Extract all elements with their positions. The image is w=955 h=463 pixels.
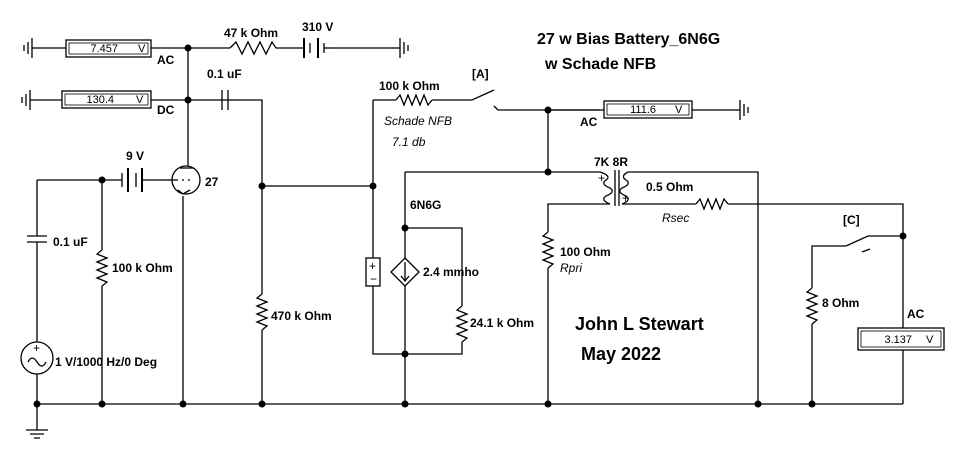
nfb-db-label: 7.1 db [392,135,426,149]
r470k-label: 470 k Ohm [271,309,332,323]
battery-9v: 9 V [121,149,146,192]
svg-text:+: + [622,191,629,205]
title-line2: w Schade NFB [544,56,656,73]
meter2-unit: V [136,94,144,106]
triode-27-icon: 27 [164,165,219,195]
c-in-label: 0.1 uF [53,235,88,249]
switch-a-label: [A] [472,67,489,81]
voltmeter-1: 7.457 V AC [65,39,175,67]
r100k-grid-label: 100 k Ohm [112,261,173,275]
ground-left-meter1-icon [23,38,66,58]
svg-text:+: + [369,259,376,273]
resistor-8ohm: 8 Ohm [805,287,859,325]
switch-c[interactable]: [C] [843,213,872,253]
capacitor-01uf-top: 0.1 uF [207,67,242,110]
r47k-label: 47 k Ohm [224,26,278,40]
resistor-rsec: 0.5 Ohm Rsec [646,180,729,225]
b310-label: 310 V [302,20,333,34]
voltmeter-4: 3.137 V AC [857,307,945,351]
svg-text:+: + [33,341,40,355]
resistor-100k-grid: 100 k Ohm [95,249,173,287]
title-line1: 27 w Bias Battery_6N6G [537,31,720,48]
voltmeter-2: 130.4 V DC [61,90,175,117]
battery-310v: 310 V [302,20,333,58]
resistor-470k: 470 k Ohm [255,293,332,331]
voltmeter-3: 111.6 V AC [580,100,693,129]
meter1-mode: AC [157,53,175,67]
tube-6n6g-label: 6N6G [410,198,441,212]
author-name: John L Stewart [575,314,704,334]
xfmr-label: 7K 8R [594,155,628,169]
r100k-nfb-label: 100 k Ohm [379,79,440,93]
meter1-value: 7.457 [90,43,118,55]
source-label: 1 V/1000 Hz/0 Deg [55,355,157,369]
switch-a[interactable]: [A] [466,67,499,111]
ground-right-meter3-icon [735,100,749,120]
resistor-100k-nfb: 100 k Ohm Schade NFB 7.1 db [379,79,452,149]
rsec-name-label: Rsec [662,211,689,225]
ac-source-icon: + 1 V/1000 Hz/0 Deg [20,341,157,375]
ground-left-meter2-icon [21,90,62,110]
c-top-label: 0.1 uF [207,67,242,81]
r8-label: 8 Ohm [822,296,859,310]
svg-text:+: + [598,171,605,185]
meter4-value: 3.137 [884,334,912,346]
r24k-label: 24.1 k Ohm [470,316,534,330]
junctions [33,44,907,408]
resistor-rpri: 100 Ohm Rpri [541,231,611,275]
switch-c-label: [C] [843,213,860,227]
ground-right-battery310-icon [392,38,409,58]
meter2-mode: DC [157,103,175,117]
gm-label: 2.4 mmho [423,265,479,279]
meter3-mode: AC [580,115,598,129]
wires [36,47,904,405]
rpri-value-label: 100 Ohm [560,245,611,259]
resistor-47k: 47 k Ohm [224,26,280,56]
tube27-label: 27 [205,175,219,189]
rsec-value-label: 0.5 Ohm [646,180,693,194]
capacitor-01uf-input: 0.1 uF [27,235,88,250]
meter1-unit: V [138,43,146,55]
b9-label: 9 V [126,149,144,163]
transformer-icon: + + 7K 8R [594,155,629,206]
meter3-unit: V [675,104,683,116]
meter2-value: 130.4 [86,94,114,106]
meter4-unit: V [926,334,934,346]
meter4-mode: AC [907,307,925,321]
resistor-24k: 24.1 k Ohm [455,305,534,343]
nfb-name-label: Schade NFB [384,114,452,128]
rpri-name-label: Rpri [560,261,582,275]
meter3-value: 111.6 [630,104,656,116]
author-date: May 2022 [581,344,661,364]
svg-text:−: − [370,272,377,286]
vccs-6n6g-icon: 6N6G + − 2.4 mmho [365,198,479,287]
ground-icon [26,404,48,439]
